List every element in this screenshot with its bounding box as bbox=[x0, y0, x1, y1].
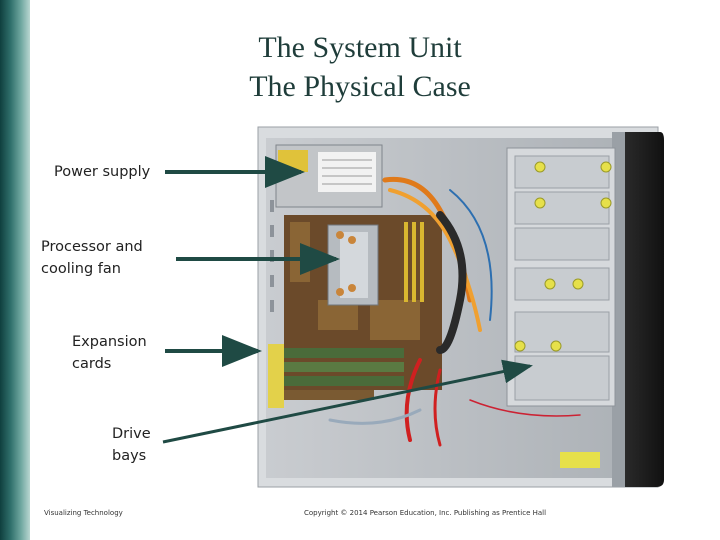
title-line-1: The System Unit bbox=[258, 31, 462, 64]
label-expansion-line-1: Expansion bbox=[72, 334, 147, 350]
label-processor-line-1: Processor and bbox=[41, 239, 143, 255]
label-expansion-cards: Expansion cards bbox=[72, 331, 162, 375]
callout-arrows bbox=[162, 156, 533, 444]
expansion-cards bbox=[268, 344, 404, 408]
processor-cooling-fan bbox=[327, 224, 379, 306]
label-expansion-line-2: cards bbox=[72, 356, 112, 372]
arrow-drive-bays bbox=[162, 359, 533, 444]
label-processor: Processor and cooling fan bbox=[41, 236, 161, 280]
case-door bbox=[625, 132, 664, 487]
footer-copyright: Copyright © 2014 Pearson Education, Inc.… bbox=[304, 509, 547, 517]
footer-left: Visualizing Technology bbox=[44, 509, 123, 517]
label-drive-bays: Drive bays bbox=[112, 423, 172, 467]
power-supply-unit bbox=[275, 144, 383, 208]
title-line-2: The Physical Case bbox=[249, 70, 471, 103]
label-drive-line-1: Drive bbox=[112, 426, 151, 442]
label-drive-line-2: bays bbox=[112, 448, 147, 464]
drive-bays bbox=[506, 147, 616, 468]
cables bbox=[328, 176, 581, 447]
label-power-supply: Power supply bbox=[54, 164, 151, 180]
slide-title: The System Unit The Physical Case bbox=[170, 28, 550, 106]
sidebar-accent-bar bbox=[0, 0, 30, 540]
label-processor-line-2: cooling fan bbox=[41, 261, 121, 277]
